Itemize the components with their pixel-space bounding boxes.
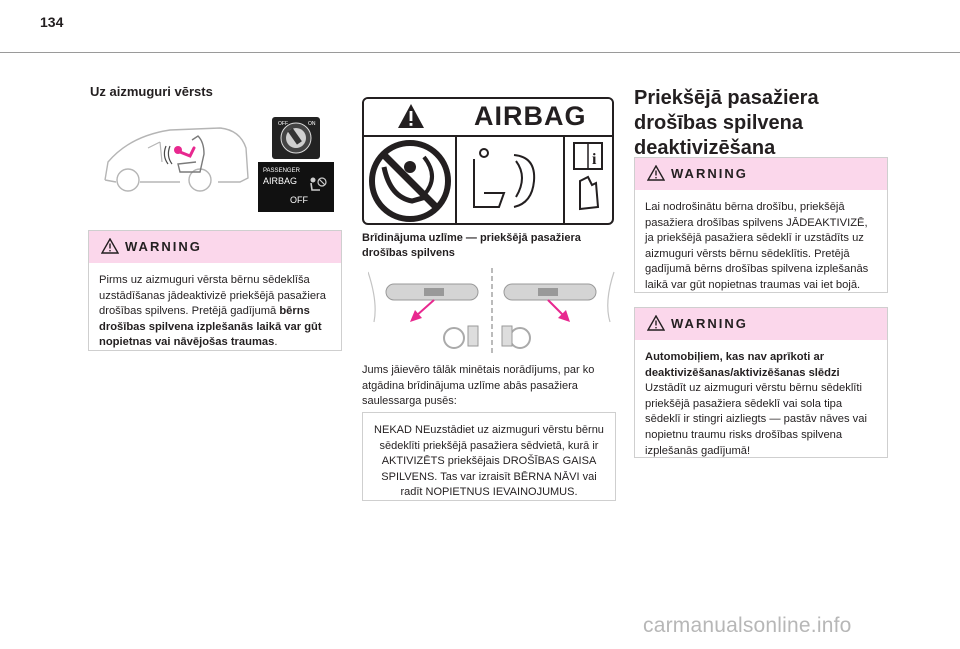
airbag-label-text: AIRBAG	[474, 101, 587, 131]
indicator-line2: AIRBAG	[263, 176, 298, 186]
airbag-warning-label: AIRBAG i	[362, 97, 614, 225]
warning-header: WARNING	[635, 158, 887, 190]
warning-subheading: Automobiļiem, kas nav aprīkoti ar deakti…	[645, 351, 840, 379]
watermark: carmanualsonline.info	[643, 614, 852, 637]
warning-title: WARNING	[671, 166, 748, 181]
figure-caption-airbag-label: Brīdinājuma uzlīme — priekšējā pasažiera…	[362, 232, 581, 259]
warning-box-left: WARNING Pirms uz aizmuguri vērsta bērnu …	[88, 230, 342, 351]
section-heading-deactivation: Priekšējā pasažiera drošības spilvena de…	[634, 87, 819, 159]
no-rear-facing-seat-icon	[369, 140, 451, 222]
section-heading-rear-facing: Uz aizmuguri vērsts	[90, 84, 213, 99]
manual-reference-icon: i	[573, 142, 603, 211]
passenger-airbag-off-indicator: PASSENGER AIRBAG OFF	[258, 162, 334, 212]
warning-triangle-icon	[398, 104, 424, 128]
warning-header: WARNING	[89, 231, 341, 263]
visor-instruction-paragraph: Jums jāievēro tālāk minētais norādījums,…	[362, 364, 595, 408]
warning-text: Uzstādīt uz aizmuguri vērstu bērnu sēdek…	[645, 382, 867, 457]
warning-text: Pirms uz aizmuguri vērsta bērnu sēdeklīš…	[99, 274, 326, 349]
visor-notice-box: NEKAD NEuzstādiet uz aizmuguri vērstu bē…	[362, 412, 616, 501]
page-number: 134	[40, 14, 64, 30]
sun-visor-label-illustration	[368, 268, 615, 354]
warning-header: WARNING	[635, 308, 887, 340]
svg-text:ON: ON	[308, 121, 316, 127]
warning-title: WARNING	[125, 239, 202, 254]
warning-triangle-icon	[647, 315, 665, 331]
svg-text:i: i	[592, 151, 597, 168]
top-divider	[0, 52, 960, 53]
warning-triangle-icon	[647, 165, 665, 181]
left-column: Uz aizmuguri vērsts	[90, 84, 342, 99]
warning-box-right-2: WARNING Automobiļiem, kas nav aprīkoti a…	[634, 307, 888, 458]
airbag-seat-icon	[310, 177, 327, 191]
indicator-line1: PASSENGER	[263, 168, 300, 174]
warning-triangle-icon	[101, 238, 119, 254]
airbag-deploy-icon	[473, 148, 536, 208]
indicator-line3: OFF	[290, 195, 308, 205]
airbag-key-switch: OFF ON	[272, 117, 320, 159]
warning-text: Lai nodrošinātu bērna drošību, priekšējā…	[645, 201, 869, 291]
warning-title: WARNING	[671, 316, 748, 331]
warning-box-right-1: WARNING Lai nodrošinātu bērna drošību, p…	[634, 157, 888, 293]
car-with-child-seat-illustration	[104, 127, 249, 192]
svg-text:OFF: OFF	[278, 121, 288, 127]
